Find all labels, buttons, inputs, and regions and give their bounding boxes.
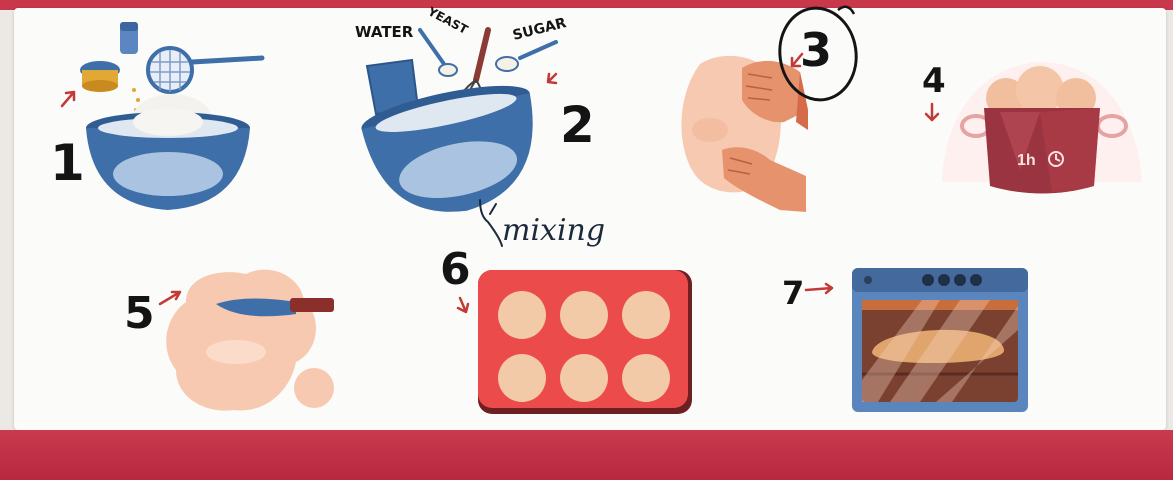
whisk-mixing-bowl-icon (358, 30, 556, 229)
step-3-number: 3 (800, 23, 832, 77)
handwritten-mixing-note: mixing (502, 213, 605, 248)
sift-flour-bowl-icon (80, 22, 262, 210)
step-6-number: 6 (440, 244, 471, 295)
step-2-number: 2 (560, 96, 595, 154)
sugar-label: SUGAR (511, 15, 568, 44)
step-1-illustration: 1 (50, 22, 262, 210)
yeast-label: YEAST (425, 4, 471, 37)
step-1-number: 1 (50, 134, 85, 192)
knife-cutting-dough-icon (166, 270, 334, 411)
step-5-number: 5 (124, 288, 155, 339)
rising-dough-pot-icon: 1h (942, 62, 1142, 194)
oven-bread-icon (852, 268, 1028, 412)
baking-tray-buns-icon (478, 270, 692, 414)
step-7-illustration: 7 (782, 268, 1028, 412)
step-4-illustration: 4 1h (922, 61, 1142, 194)
step-4-number: 4 (922, 61, 946, 101)
kneading-hands-icon (681, 56, 808, 212)
step-2-illustration: WATER YEAST SUGAR 2 (355, 4, 605, 248)
step-5-illustration: 5 (124, 270, 334, 411)
rise-timer-label: 1h (1017, 152, 1036, 169)
step-6-illustration: 6 (440, 244, 692, 414)
step-7-number: 7 (782, 274, 804, 312)
step-3-illustration: 3 (681, 3, 862, 212)
water-label: WATER (355, 23, 414, 41)
